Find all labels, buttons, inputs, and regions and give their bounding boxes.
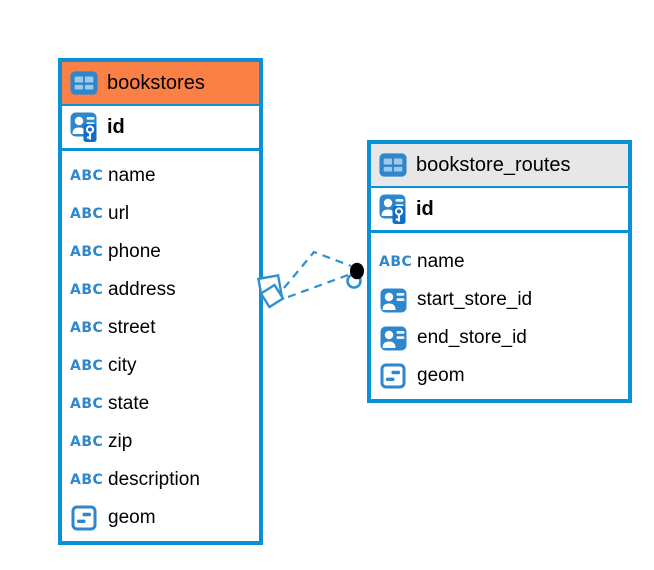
relationship-endpoint-dot[interactable] <box>346 262 365 289</box>
text-type-icon: ABC <box>70 472 104 488</box>
text-type-icon: ABC <box>70 358 104 374</box>
table-grid-icon <box>379 152 407 178</box>
table-title: bookstore_routes <box>416 153 571 176</box>
column-name: city <box>108 355 137 376</box>
text-type-icon: ABC <box>379 254 413 270</box>
column-name: zip <box>108 431 133 452</box>
text-type-icon: ABC <box>70 244 104 260</box>
column-name: end_store_id <box>417 327 527 348</box>
column-row-end_store_id[interactable]: end_store_id <box>371 319 628 357</box>
column-name: geom <box>108 507 156 528</box>
column-name: state <box>108 393 150 414</box>
column-name: geom <box>417 365 465 386</box>
table-title: bookstores <box>107 71 205 94</box>
table-grid-icon <box>70 70 98 96</box>
column-name: name <box>108 165 156 186</box>
primary-key-row[interactable]: id <box>371 188 628 233</box>
geometry-type-icon <box>70 505 98 531</box>
text-type-icon: ABC <box>70 206 104 222</box>
column-row-geom[interactable]: geom <box>62 499 259 537</box>
text-type-icon: ABC <box>70 396 104 412</box>
text-type-icon: ABC <box>70 434 104 450</box>
primary-key-icon <box>70 112 98 143</box>
text-type-icon: ABC <box>70 282 104 298</box>
relationship-line-upper[interactable] <box>283 250 352 289</box>
column-name: street <box>108 317 156 338</box>
primary-key-name: id <box>416 197 434 220</box>
geometry-type-icon <box>379 363 407 389</box>
column-name: name <box>417 251 465 272</box>
foreign-key-person-icon <box>379 326 407 351</box>
text-type-icon: ABC <box>70 168 104 184</box>
text-type-icon: ABC <box>70 320 104 336</box>
table-header[interactable]: bookstores <box>62 62 259 106</box>
column-name: address <box>108 279 176 300</box>
column-row-start_store_id[interactable]: start_store_id <box>371 281 628 319</box>
primary-key-icon <box>379 194 407 225</box>
column-name: phone <box>108 241 161 262</box>
column-name: url <box>108 203 130 224</box>
column-name: start_store_id <box>417 289 533 310</box>
table-header[interactable]: bookstore_routes <box>371 144 628 188</box>
column-name: description <box>108 469 200 490</box>
primary-key-name: id <box>107 115 125 138</box>
foreign-key-person-icon <box>379 288 407 313</box>
primary-key-row[interactable]: id <box>62 106 259 151</box>
relationship-line-lower[interactable] <box>287 273 349 299</box>
column-row-geom[interactable]: geom <box>371 357 628 395</box>
